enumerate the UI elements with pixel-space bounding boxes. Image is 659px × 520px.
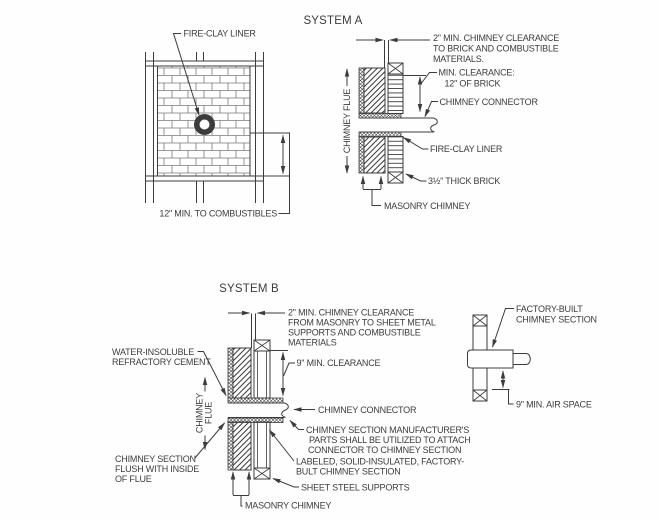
thick-brick-label: 3½" THICK BRICK	[428, 176, 500, 186]
manufacturer-line1: CHIMNEY SECTION MANUFACTURER'S	[306, 425, 469, 435]
system-a: SYSTEM A FIRE-CLAY LINER 12" MIN. TO COM…	[145, 15, 559, 219]
connector-pipe-stub-end	[526, 353, 531, 365]
refractory-cement-strip-below-pipe	[227, 417, 284, 423]
factory-built-leader	[492, 308, 514, 348]
manufacturer-line2: PARTS SHALL BE UTILIZED TO ATTACH	[309, 435, 471, 445]
brick-column-lower	[387, 136, 404, 173]
nine-in-leader	[283, 362, 295, 377]
thick-brick-leader	[405, 173, 427, 182]
labeled-section-line2: BULT CHIMNEY SECTION	[296, 467, 401, 477]
clearance-label-line4: MATERIALS	[288, 338, 337, 348]
clearance-label-line2: TO BRICK AND COMBUSTIBLE	[433, 44, 559, 54]
system-a-section: CHIMNEY FLUE 2" MIN. CHIMNEY CLEARANCE T…	[342, 33, 559, 211]
masonry-wall-lower	[232, 421, 252, 471]
flush-line3: OF FLUE	[115, 474, 152, 484]
connector-pipe	[359, 117, 434, 133]
chimney-flue-label-line1: CHIMNEY	[195, 393, 205, 433]
flush-line1: CHIMNEY SECTION	[115, 454, 196, 464]
clearance-label-line1: 2" MIN. CHIMNEY CLEARANCE	[288, 308, 414, 318]
chimney-section-column	[472, 326, 488, 390]
factory-built-line1: FACTORY-BUILT	[516, 304, 583, 314]
sheet-steel-support-bottom-x	[253, 467, 271, 480]
factory-built-line2: CHIMNEY SECTION	[516, 315, 597, 325]
sheet-steel-supports-label: SHEET STEEL SUPPORTS	[301, 483, 410, 493]
fire-clay-liner-strip-above-pipe	[358, 113, 402, 119]
refractory-cement-leader	[197, 351, 227, 397]
factory-built-detail: FACTORY-BUILT CHIMNEY SECTION 9" MIN. AI…	[467, 304, 597, 410]
system-b-section: 2" MIN. CHIMNEY CLEARANCE FROM MASONRY T…	[112, 308, 471, 511]
masonry-bracket	[363, 189, 381, 206]
system-b-title: SYSTEM B	[219, 283, 279, 295]
clearance-label-line3: SUPPORTS AND COMBUSTIBLE	[288, 328, 421, 338]
connector-pipe	[228, 402, 285, 418]
manufacturer-leader	[289, 419, 304, 430]
labeled-section-leader	[268, 429, 295, 462]
support-box-top-x	[387, 62, 404, 75]
combustibles-leader	[278, 133, 290, 214]
clearance-label-line1: 2" MIN. CHIMNEY CLEARANCE	[433, 33, 559, 43]
chimney-flue-label: CHIMNEY FLUE	[342, 89, 352, 154]
refractory-cement-strip-above-pipe	[227, 397, 284, 404]
chimney-section-upper	[253, 350, 271, 399]
flue-liner-strip-upper	[358, 67, 365, 114]
chimney-connector-label: CHIMNEY CONNECTOR	[318, 405, 417, 415]
connector-pipe-break	[430, 117, 438, 133]
masonry-wall-upper	[363, 67, 386, 114]
chimney-section-lower-walls	[257, 422, 267, 468]
air-space-label: 9" MIN. AIR SPACE	[516, 400, 592, 410]
sheet-steel-support-top-x	[253, 339, 271, 352]
water-insoluble-line1: WATER-INSOLUBLE	[112, 347, 194, 357]
support-box-top-x	[472, 314, 488, 327]
fire-clay-liner-label: FIRE-CLAY LINER	[430, 144, 503, 154]
masonry-bracket	[233, 495, 249, 507]
min-to-combustibles-label: 12" MIN. TO COMBUSTIBLES	[159, 209, 277, 219]
fire-clay-liner-label: FIRE-CLAY LINER	[184, 29, 257, 39]
masonry-chimney-label: MASONRY CHIMNEY	[384, 201, 470, 211]
sheet-steel-leader	[272, 478, 299, 488]
chimney-section-upper-walls	[257, 351, 267, 398]
chimney-section-lower	[253, 421, 271, 469]
flue-liner-strip-upper	[227, 347, 234, 399]
connector-pipe-break	[281, 402, 289, 418]
support-box-bottom-x	[387, 171, 404, 184]
water-insoluble-line2: REFRACTORY CEMENT	[112, 357, 211, 367]
min-clearance-label: 9" MIN. CLEARANCE	[297, 358, 381, 368]
fire-clay-liner-leader	[402, 137, 429, 150]
flush-leader	[194, 422, 226, 459]
fire-clay-liner-strip-below-pipe	[358, 131, 402, 137]
flue-liner-strip-lower	[227, 421, 234, 471]
min-clearance-leader	[421, 72, 437, 84]
dimension-extension-lines	[250, 132, 290, 177]
clearance-extension-lines	[384, 40, 389, 68]
chimney-connector-leader	[424, 101, 438, 118]
masonry-wall-upper	[232, 347, 252, 399]
flush-line2: FLUSH WITH INSIDE	[115, 464, 199, 474]
wall-studs	[145, 52, 264, 203]
labeled-section-line1: LABELED, SOLID-INSULATED, FACTORY-	[296, 457, 464, 467]
support-box-bottom-x	[472, 389, 488, 402]
brick-column-upper	[387, 73, 404, 114]
system-a-elevation: FIRE-CLAY LINER 12" MIN. TO COMBUSTIBLES	[145, 29, 290, 219]
min-clearance-line2: 12" OF BRICK	[445, 79, 501, 89]
air-space-leader	[492, 389, 514, 405]
min-clearance-line1: MIN. CLEARANCE:	[439, 68, 515, 78]
chimney-connector-label: CHIMNEY CONNECTOR	[440, 97, 539, 107]
fire-clay-liner-leader	[172, 33, 200, 116]
connector-pipe-body	[467, 349, 514, 369]
system-a-title: SYSTEM A	[303, 15, 362, 27]
system-b: SYSTEM B 2" MIN. CHIMNEY CLEARANCE FROM …	[112, 283, 597, 511]
clearance-label-line2: FROM MASONRY TO SHEET METAL	[288, 318, 436, 328]
masonry-wall-lower	[363, 136, 386, 174]
clearance-label-line3: MATERIALS.	[433, 54, 484, 64]
flue-liner-strip-lower	[358, 136, 365, 174]
flue-liner-opening	[194, 114, 215, 135]
clearance-extension-lines	[251, 313, 256, 348]
stud-stubs	[196, 52, 204, 203]
masonry-chimney-label: MASONRY CHIMNEY	[245, 501, 331, 511]
connector-pipe-stub	[513, 353, 527, 365]
chimney-flue-label-line2: FLUE	[204, 402, 214, 424]
manufacturer-line3: CONNECTOR TO CHIMNEY SECTION	[308, 445, 461, 455]
